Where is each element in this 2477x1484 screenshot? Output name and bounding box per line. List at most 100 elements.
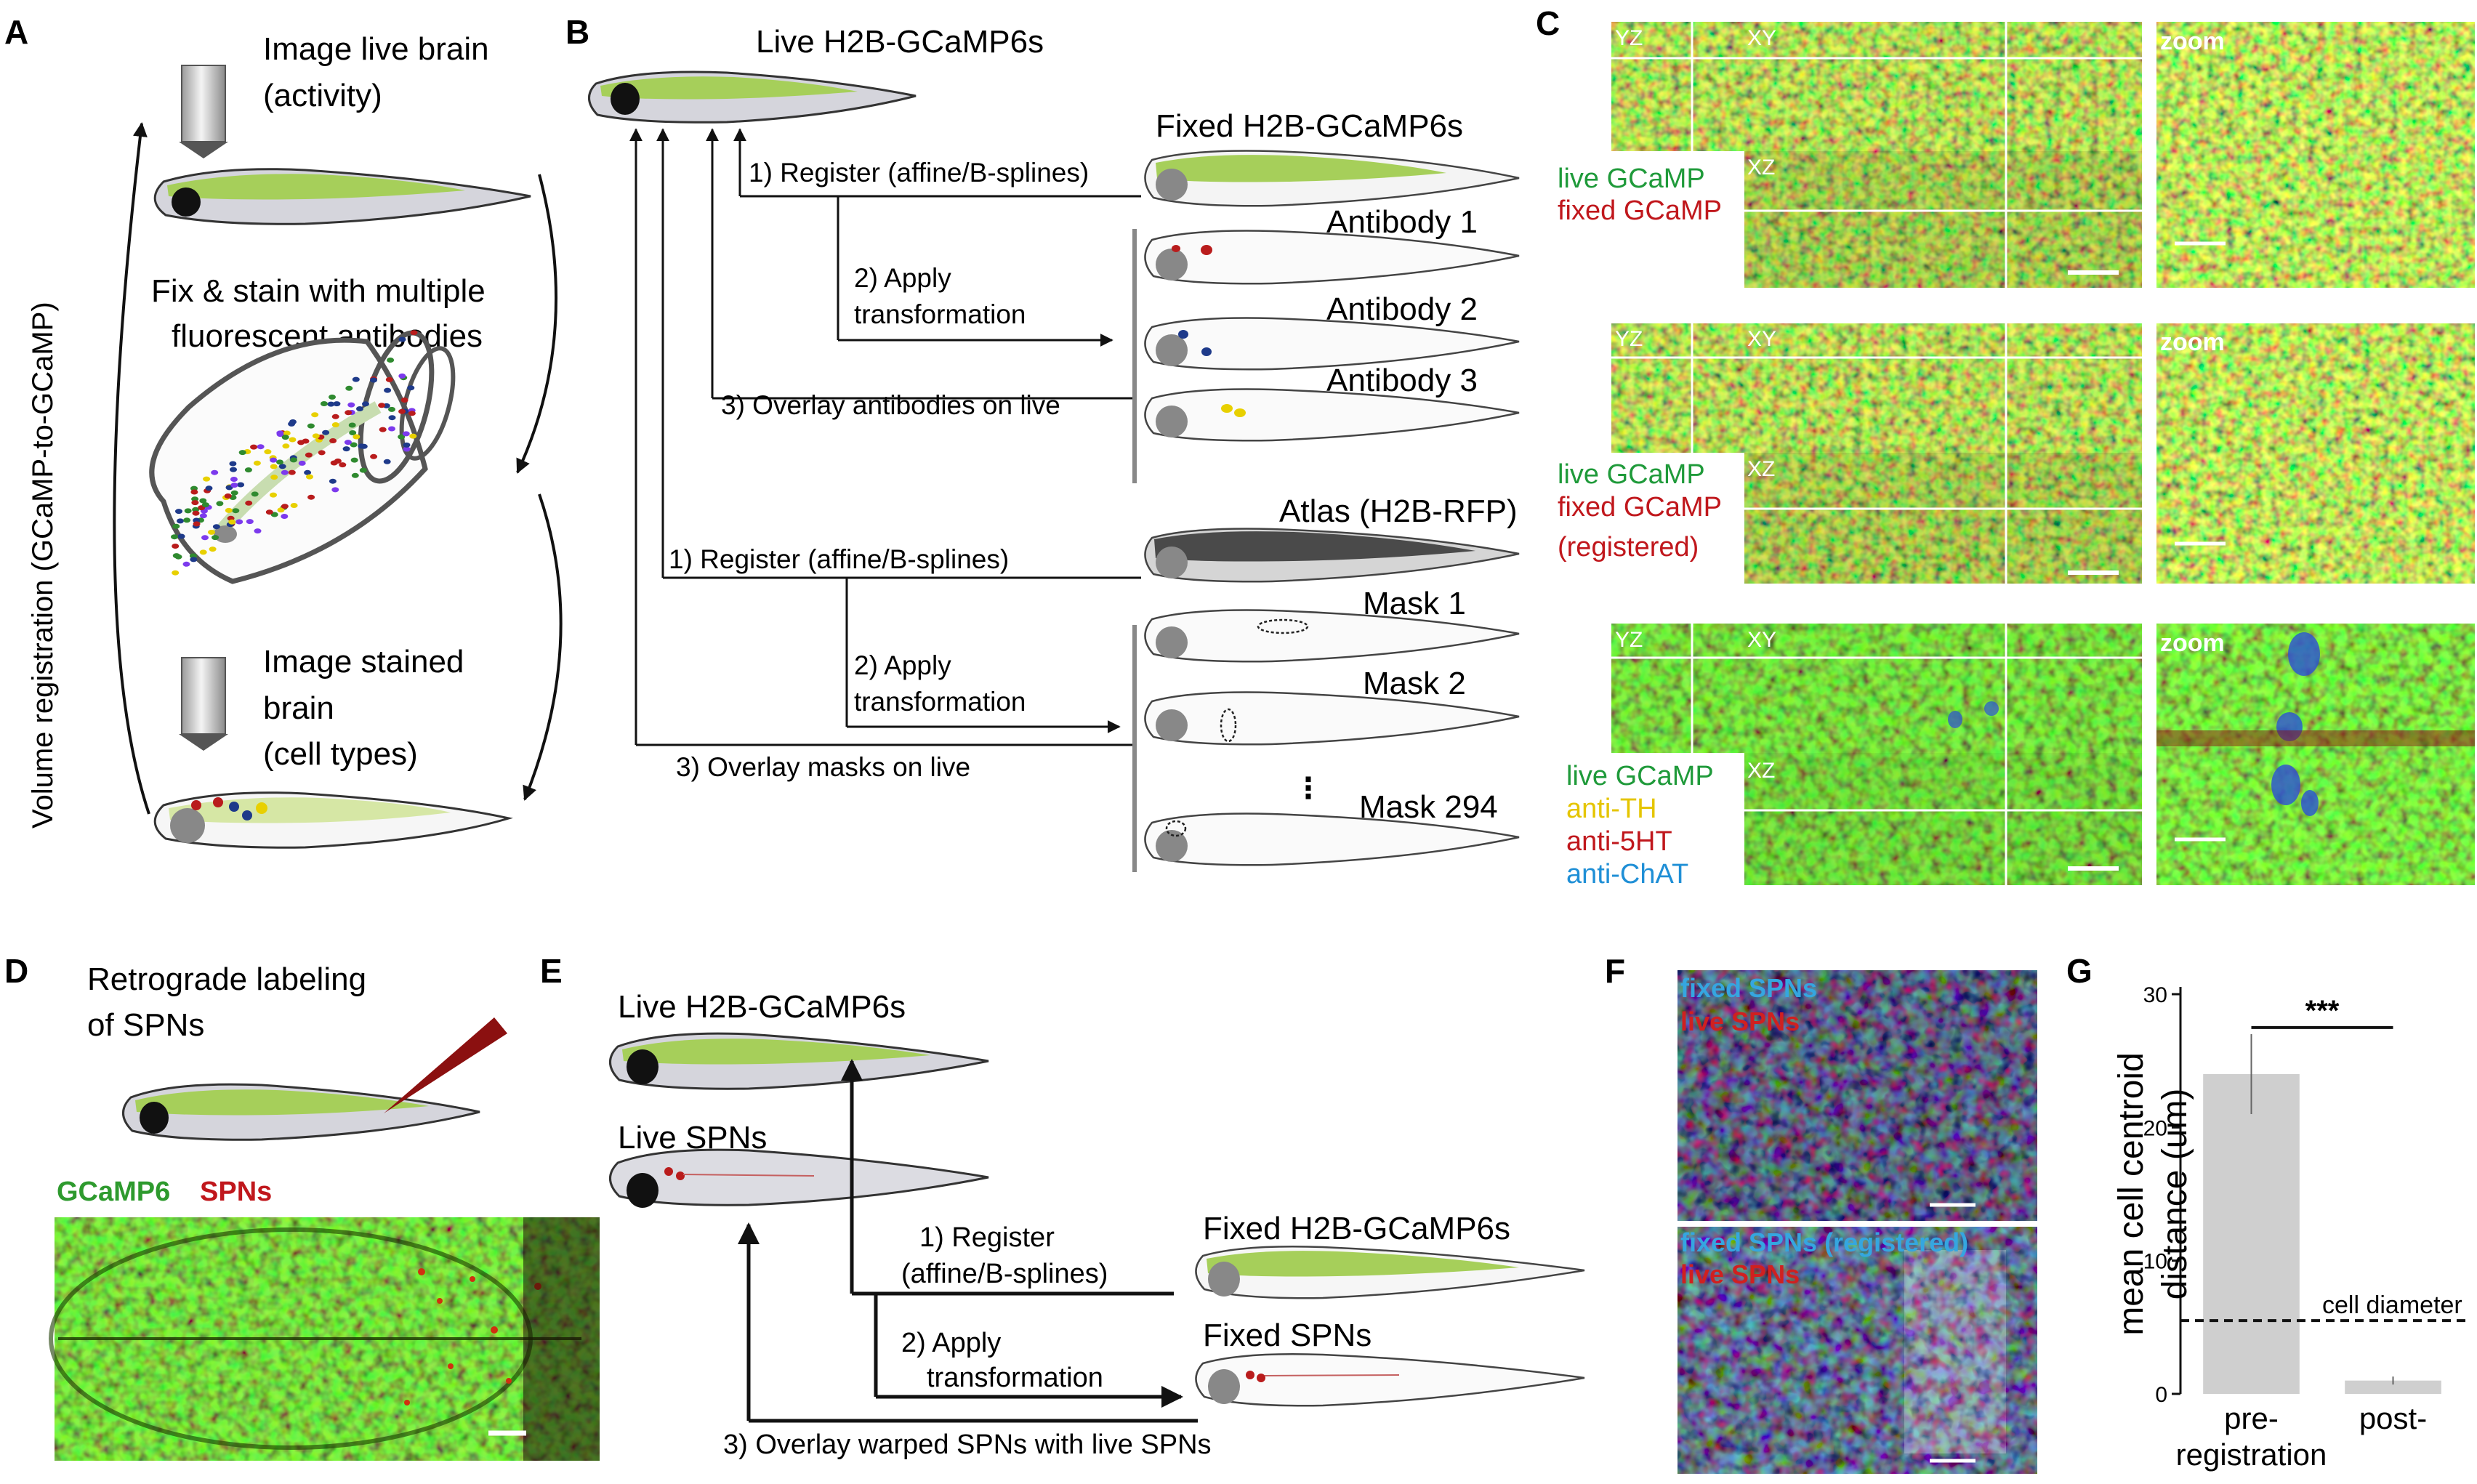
antibody-dot <box>331 487 339 493</box>
panel-letter-g: G <box>2066 952 2093 990</box>
e-live-gcamp: Live H2B-GCaMP6s <box>618 989 906 1025</box>
live-title: Live H2B-GCaMP6s <box>756 24 1044 60</box>
antibody-dot <box>409 433 417 439</box>
antibody-dot <box>307 423 315 429</box>
larva-e-spns <box>609 1148 989 1208</box>
c3-legend-chat: anti-ChAT <box>1566 859 1688 890</box>
antibody-dot <box>253 460 261 466</box>
antibody-dot <box>238 450 246 456</box>
antibody-dot <box>172 544 180 549</box>
antibody-dot <box>282 443 290 449</box>
antibody-dot <box>358 443 366 449</box>
cell-diameter-label: cell diameter <box>2322 1291 2462 1319</box>
antibody-dot <box>329 478 337 484</box>
antibody-dot <box>211 469 219 475</box>
antibody-dot <box>307 494 315 500</box>
antibody-dot <box>288 469 296 475</box>
larva-fixed-b <box>1144 150 1520 207</box>
antibody-dot <box>177 533 185 539</box>
antibody-dot <box>212 524 220 530</box>
antibody-dot <box>199 513 207 519</box>
e-apply-line2: transformation <box>927 1363 1103 1393</box>
antibody-dot <box>230 467 237 472</box>
antibody-dot <box>283 430 291 436</box>
antibody-dot <box>229 461 237 467</box>
e-register-line1: 1) Register <box>919 1222 1055 1253</box>
antibody-dot <box>172 523 180 529</box>
antibody-dot <box>330 460 338 466</box>
antibody-dot <box>199 498 207 504</box>
antibody-dot <box>402 431 410 437</box>
injection-pipette <box>384 1017 507 1113</box>
antibody-dot <box>290 457 297 463</box>
antibody-dot <box>350 442 358 448</box>
c-row2-images: YZ XY XZ zoom <box>1611 323 2475 584</box>
antibody-dot <box>254 528 262 534</box>
antibody-dot <box>410 330 418 336</box>
antibody-dot <box>276 430 284 436</box>
x-tick-label-0: pre- <box>2224 1401 2279 1435</box>
panel-letter-d: D <box>4 952 28 990</box>
antibody-dot <box>345 410 353 416</box>
antibody-dot <box>199 549 207 555</box>
antibody-dot <box>175 509 182 515</box>
antibody-dot <box>318 450 326 456</box>
antibody-dot <box>288 421 296 427</box>
antibody-dot <box>398 408 406 414</box>
antibody-dot <box>387 358 395 363</box>
antibody-dot <box>290 503 298 508</box>
step3-line3: (cell types) <box>263 736 418 772</box>
antibody-dot <box>345 385 353 391</box>
antibody-dot <box>190 489 198 495</box>
c3-blue-clusters <box>1948 632 2475 816</box>
e-fixed-spns: Fixed SPNs <box>1203 1318 1372 1353</box>
antibody-dot <box>232 508 240 514</box>
c2-xz: XZ <box>1747 457 1775 481</box>
y-axis-label: mean cell centroid <box>2112 1052 2151 1336</box>
antibody-dot <box>398 434 406 440</box>
antibody-dot <box>311 412 319 418</box>
antibody-dot <box>205 485 213 491</box>
antibody-dot <box>304 469 312 475</box>
larva-mask2 <box>1144 691 1520 746</box>
mask1-label: Mask 1 <box>1363 586 1466 621</box>
d-label-gcamp: GCaMP6 <box>57 1177 170 1207</box>
antibody-dot <box>171 534 178 540</box>
antibody-dot <box>362 401 369 407</box>
antibody-dot <box>320 401 328 406</box>
antibody-dot <box>265 509 273 515</box>
antibody-dot <box>182 561 190 567</box>
antibody-dot <box>388 406 395 412</box>
antibody-dot <box>278 464 286 469</box>
c3-yz: YZ <box>1615 628 1643 652</box>
c1-xy: XY <box>1747 26 1776 50</box>
arrow-to-stained <box>523 493 563 801</box>
antibody-dot <box>209 547 217 552</box>
antibody-dot <box>298 460 306 466</box>
antibody-dot <box>281 469 289 475</box>
y-tick-label: 30 <box>2143 983 2167 1007</box>
antibody-dot <box>208 529 215 535</box>
antibody-dot <box>230 490 238 496</box>
antibody-dot <box>225 507 233 513</box>
antibody-dot <box>174 554 182 560</box>
antibody-dot <box>322 430 330 435</box>
antibody-dot <box>191 496 199 502</box>
larva-e-fixed <box>1195 1245 1585 1299</box>
antibody-dot <box>370 453 378 459</box>
antibody-dot <box>327 401 335 407</box>
antibody-dot <box>398 373 406 379</box>
c3-zoom: zoom <box>2160 629 2225 657</box>
larva-antibody2 <box>1144 317 1520 371</box>
antibody-dot <box>245 500 253 506</box>
antibody-dot <box>331 422 339 427</box>
panel-letter-e: E <box>540 952 563 990</box>
c3-xz: XZ <box>1747 759 1775 783</box>
antibody-dot <box>281 435 289 440</box>
antibody-dot <box>264 449 272 455</box>
antibody-dot <box>191 500 199 506</box>
antibody-dot <box>388 415 396 421</box>
f-bottom-live: live SPNs <box>1680 1259 1800 1289</box>
atlas-title: Atlas (H2B-RFP) <box>1279 493 1518 529</box>
